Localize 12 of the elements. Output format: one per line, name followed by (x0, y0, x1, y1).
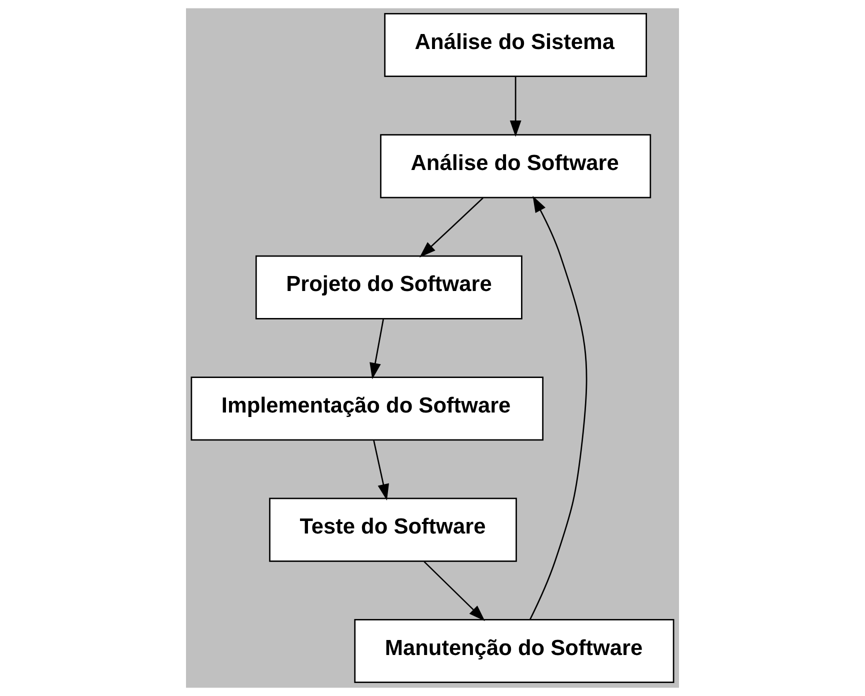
arrow (370, 319, 384, 380)
node-box: Análise do Sistema (384, 12, 647, 77)
node-box: Projeto do Software (255, 255, 522, 320)
arrow (510, 76, 522, 137)
node-box: Teste do Software (269, 498, 517, 562)
arrow (419, 198, 484, 258)
node-box: Manutenção do Software (354, 619, 674, 684)
node-box: Implementação do Software (190, 376, 544, 441)
arrow (373, 440, 389, 500)
node-box: Análise do Software (380, 134, 652, 198)
arrow (424, 561, 485, 622)
arrow (529, 196, 588, 620)
